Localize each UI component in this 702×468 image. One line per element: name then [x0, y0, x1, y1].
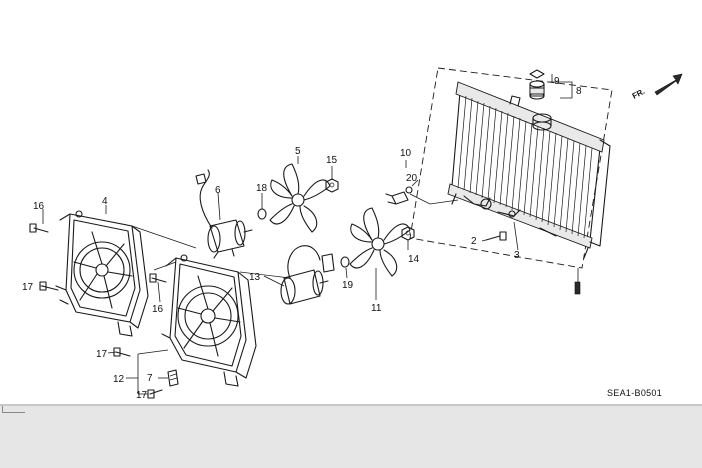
callout-17-c: 17	[136, 390, 148, 401]
fan-motor-upper	[195, 169, 253, 259]
callout-4: 4	[102, 196, 108, 207]
bolt-16-lower	[149, 273, 167, 283]
fan-shroud-left	[55, 210, 149, 337]
fan-blade-lower	[349, 207, 411, 277]
fan-shroud-right	[161, 254, 257, 387]
callout-14: 14	[408, 254, 420, 265]
callout-20: 20	[406, 173, 418, 184]
callout-7: 7	[147, 373, 153, 384]
radiator-cap	[529, 80, 545, 100]
leader-lines	[40, 74, 573, 395]
fan-motor-lower	[280, 245, 335, 305]
drain-plug	[385, 186, 459, 205]
bolt-2	[485, 231, 507, 241]
callout-5: 5	[295, 146, 301, 157]
radiator	[409, 67, 613, 295]
fr-direction-arrow: FR.	[631, 73, 683, 101]
nut-14	[401, 226, 415, 241]
callout-15: 15	[326, 155, 338, 166]
callout-11: 11	[371, 303, 382, 314]
callout-16-b: 16	[152, 304, 164, 315]
callout-10: 10	[400, 148, 412, 159]
clip-7	[167, 369, 179, 387]
fan-blade-upper	[269, 163, 331, 233]
cap-seal	[529, 69, 545, 79]
washer-19	[340, 256, 350, 268]
bolt-17-middle	[113, 347, 131, 357]
callout-2: 2	[471, 236, 477, 247]
fr-label: FR.	[631, 87, 647, 101]
callout-17-b: 17	[96, 349, 108, 360]
callout-17-a: 17	[22, 282, 34, 293]
nut-15	[325, 178, 339, 193]
callout-12: 12	[113, 374, 125, 385]
callout-18: 18	[256, 183, 268, 194]
bottom-scroll-strip	[0, 404, 702, 468]
drawing-code: SEA1-B0501	[607, 388, 662, 398]
strip-corner-mark	[2, 406, 25, 413]
callout-13: 13	[249, 272, 261, 283]
callouts: 4 16 17 6 5 15 18 13 11 14 19 16 17 12 7…	[22, 76, 582, 401]
strip-edge	[0, 404, 702, 406]
washer-18	[257, 208, 267, 220]
callout-3: 3	[514, 250, 520, 261]
bolt-16-upper	[29, 223, 49, 233]
callout-8: 8	[576, 86, 582, 97]
callout-6: 6	[215, 185, 221, 196]
callout-16-a: 16	[33, 201, 45, 212]
callout-9: 9	[554, 76, 560, 87]
bolt-17-bottom	[147, 389, 163, 399]
callout-19: 19	[342, 280, 354, 291]
